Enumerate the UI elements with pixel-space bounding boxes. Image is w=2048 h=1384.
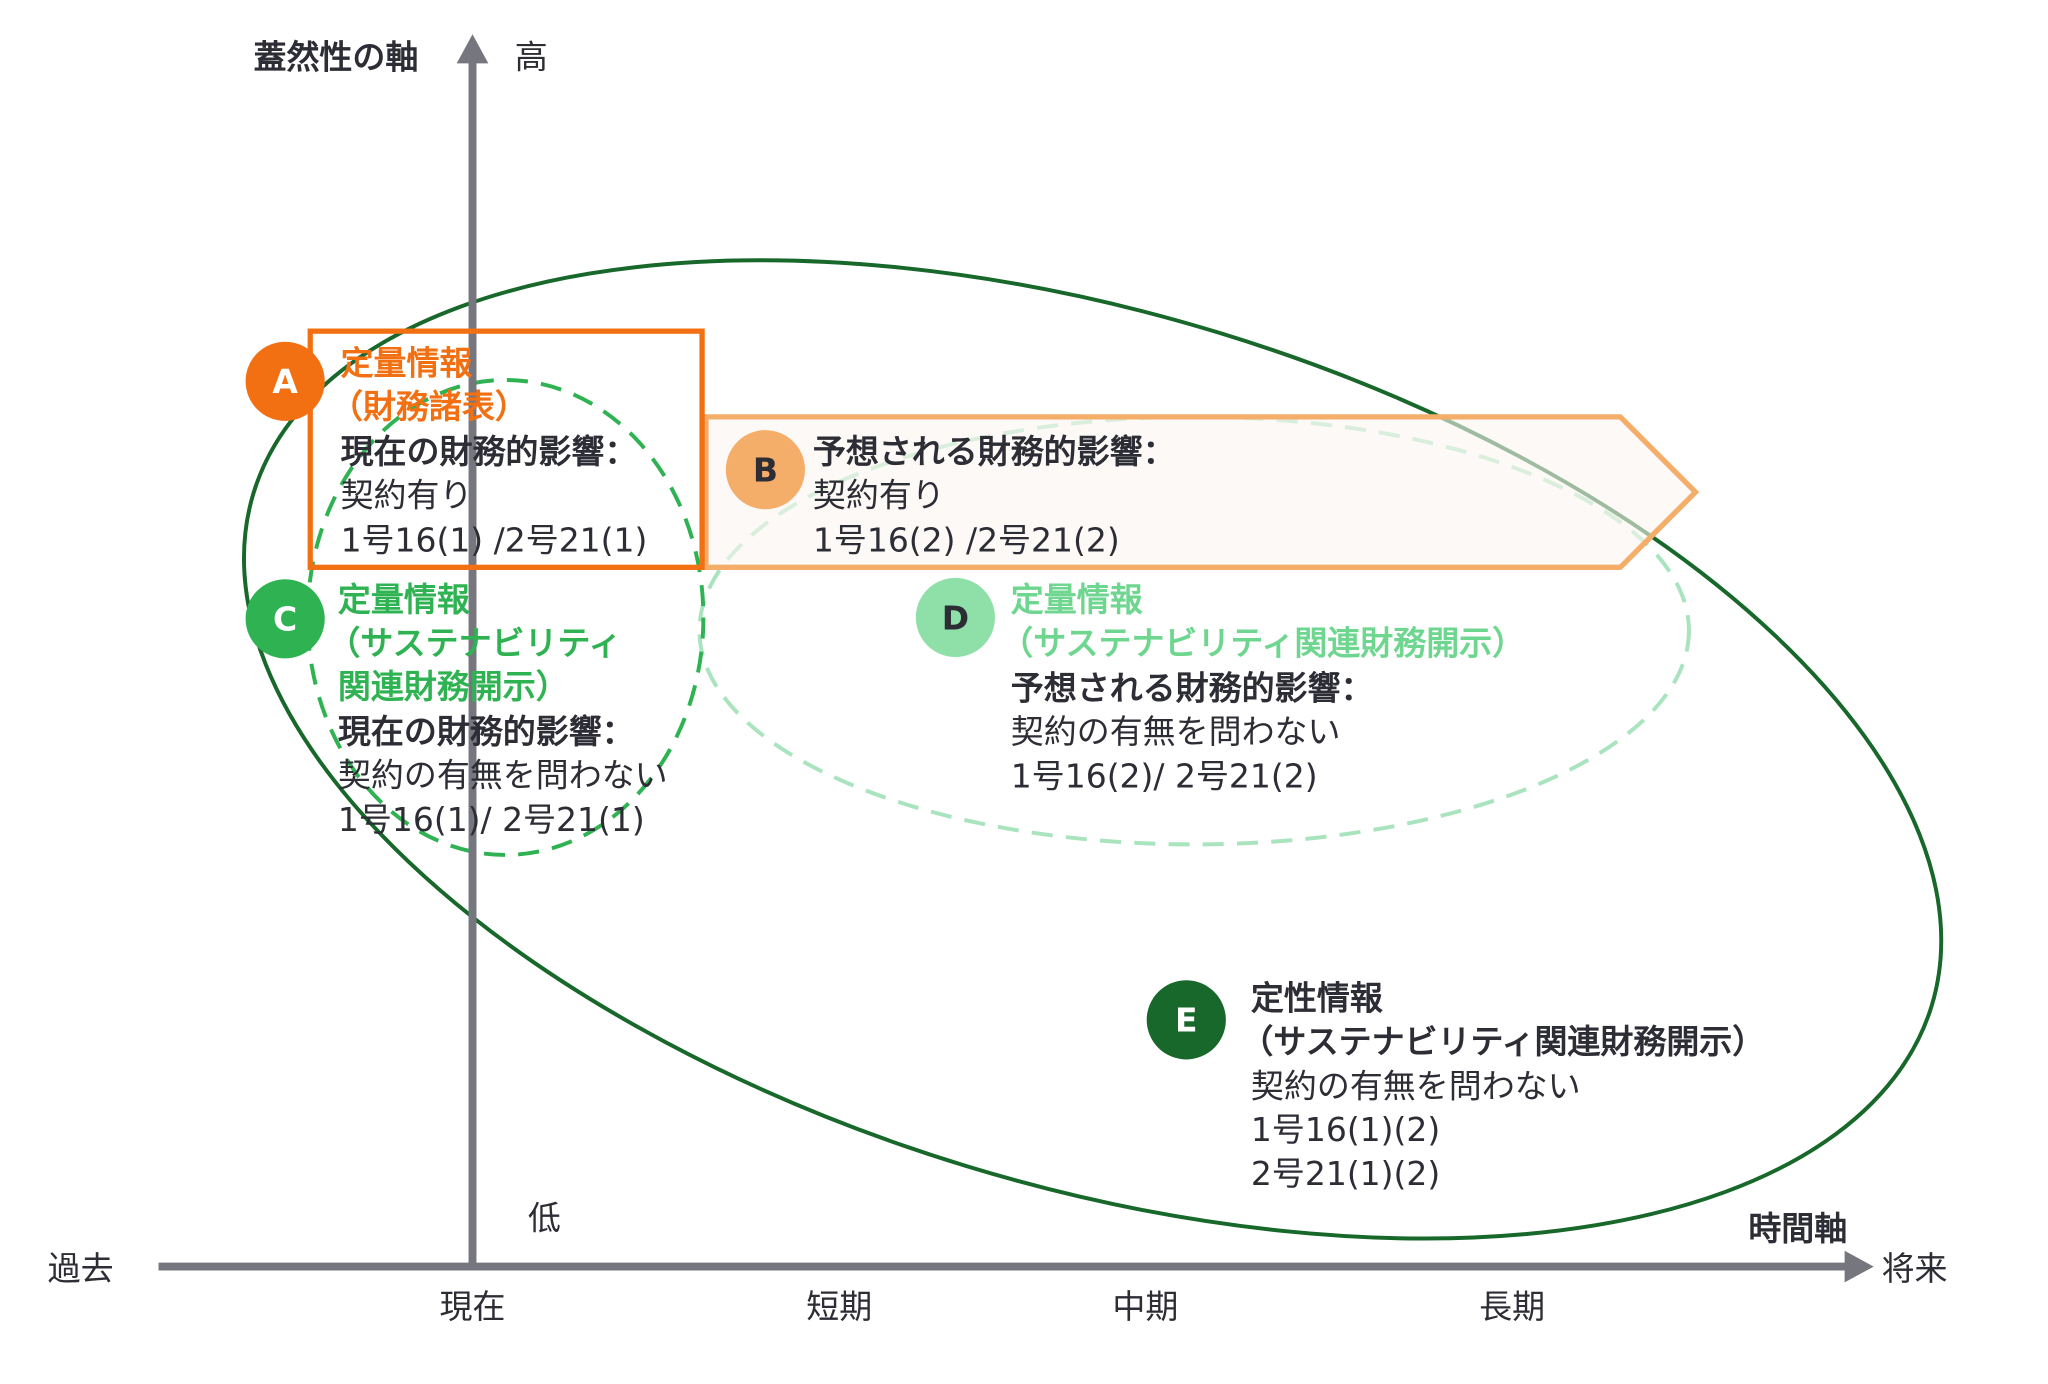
badge-c xyxy=(245,579,325,659)
e-line2: 1号16(1)(2) xyxy=(1251,1110,1440,1149)
x-tick-label: 長期 xyxy=(1479,1287,1545,1326)
e-line1: 契約の有無を問わない xyxy=(1251,1067,1581,1106)
badge-d xyxy=(915,577,995,658)
x-axis-future-label: 将来 xyxy=(1882,1249,1948,1288)
c-line2: 1号16(1)/ 2号21(1) xyxy=(338,800,645,839)
x-tick-label: 現在 xyxy=(440,1287,506,1326)
d-heading: 予想される財務的影響： xyxy=(1011,668,1374,707)
e-line3: 2号21(1)(2) xyxy=(1251,1154,1440,1193)
c-subtitle-2: 関連財務開示） xyxy=(338,667,569,706)
badge-e-letter: E xyxy=(1175,1001,1198,1040)
badge-b xyxy=(725,430,805,510)
a-subtitle: （財務諸表） xyxy=(330,387,528,426)
a-line1: 契約有り xyxy=(341,476,473,515)
x-tick-label: 短期 xyxy=(806,1287,872,1326)
y-axis-high-label: 高 xyxy=(515,38,548,77)
y-axis-title: 蓋然性の軸 xyxy=(253,38,418,77)
badge-c-letter: C xyxy=(273,600,297,639)
d-line1: 契約の有無を問わない xyxy=(1011,712,1341,751)
badge-b-letter: B xyxy=(753,451,778,490)
badge-e xyxy=(1146,980,1226,1060)
d-line2: 1号16(2)/ 2号21(2) xyxy=(1011,757,1318,796)
x-tick-label: 中期 xyxy=(1112,1287,1178,1326)
b-line2: 1号16(2) /2号21(2) xyxy=(813,520,1120,559)
e-title: 定性情報 xyxy=(1251,978,1383,1017)
b-line1: 契約有り xyxy=(813,476,945,515)
c-heading: 現在の財務的影響： xyxy=(338,712,635,751)
badge-a-letter: A xyxy=(272,362,298,401)
badge-a xyxy=(245,341,325,421)
x-axis-title: 時間軸 xyxy=(1748,1209,1847,1248)
region-e-ellipse xyxy=(241,258,1944,1241)
c-line1: 契約の有無を問わない xyxy=(338,755,668,794)
a-title: 定量情報 xyxy=(341,344,473,383)
x-axis-arrow-icon xyxy=(1844,1250,1874,1283)
e-subtitle: （サステナビリティ関連財務開示） xyxy=(1240,1022,1765,1061)
a-line2: 1号16(1) /2号21(1) xyxy=(341,520,648,559)
region-b-arrow xyxy=(703,414,1700,570)
d-subtitle: （サステナビリティ関連財務開示） xyxy=(1000,623,1525,662)
region-a-box xyxy=(307,328,705,570)
b-heading: 予想される財務的影響： xyxy=(813,432,1176,471)
y-axis-arrow-icon xyxy=(456,34,489,64)
y-axis-low-label: 低 xyxy=(528,1199,561,1238)
x-axis-past-label: 過去 xyxy=(48,1249,114,1288)
c-subtitle: （サステナビリティ xyxy=(327,623,621,662)
a-heading: 現在の財務的影響： xyxy=(341,432,638,471)
c-title: 定量情報 xyxy=(338,580,470,619)
badge-d-letter: D xyxy=(942,598,969,637)
d-title: 定量情報 xyxy=(1011,580,1143,619)
